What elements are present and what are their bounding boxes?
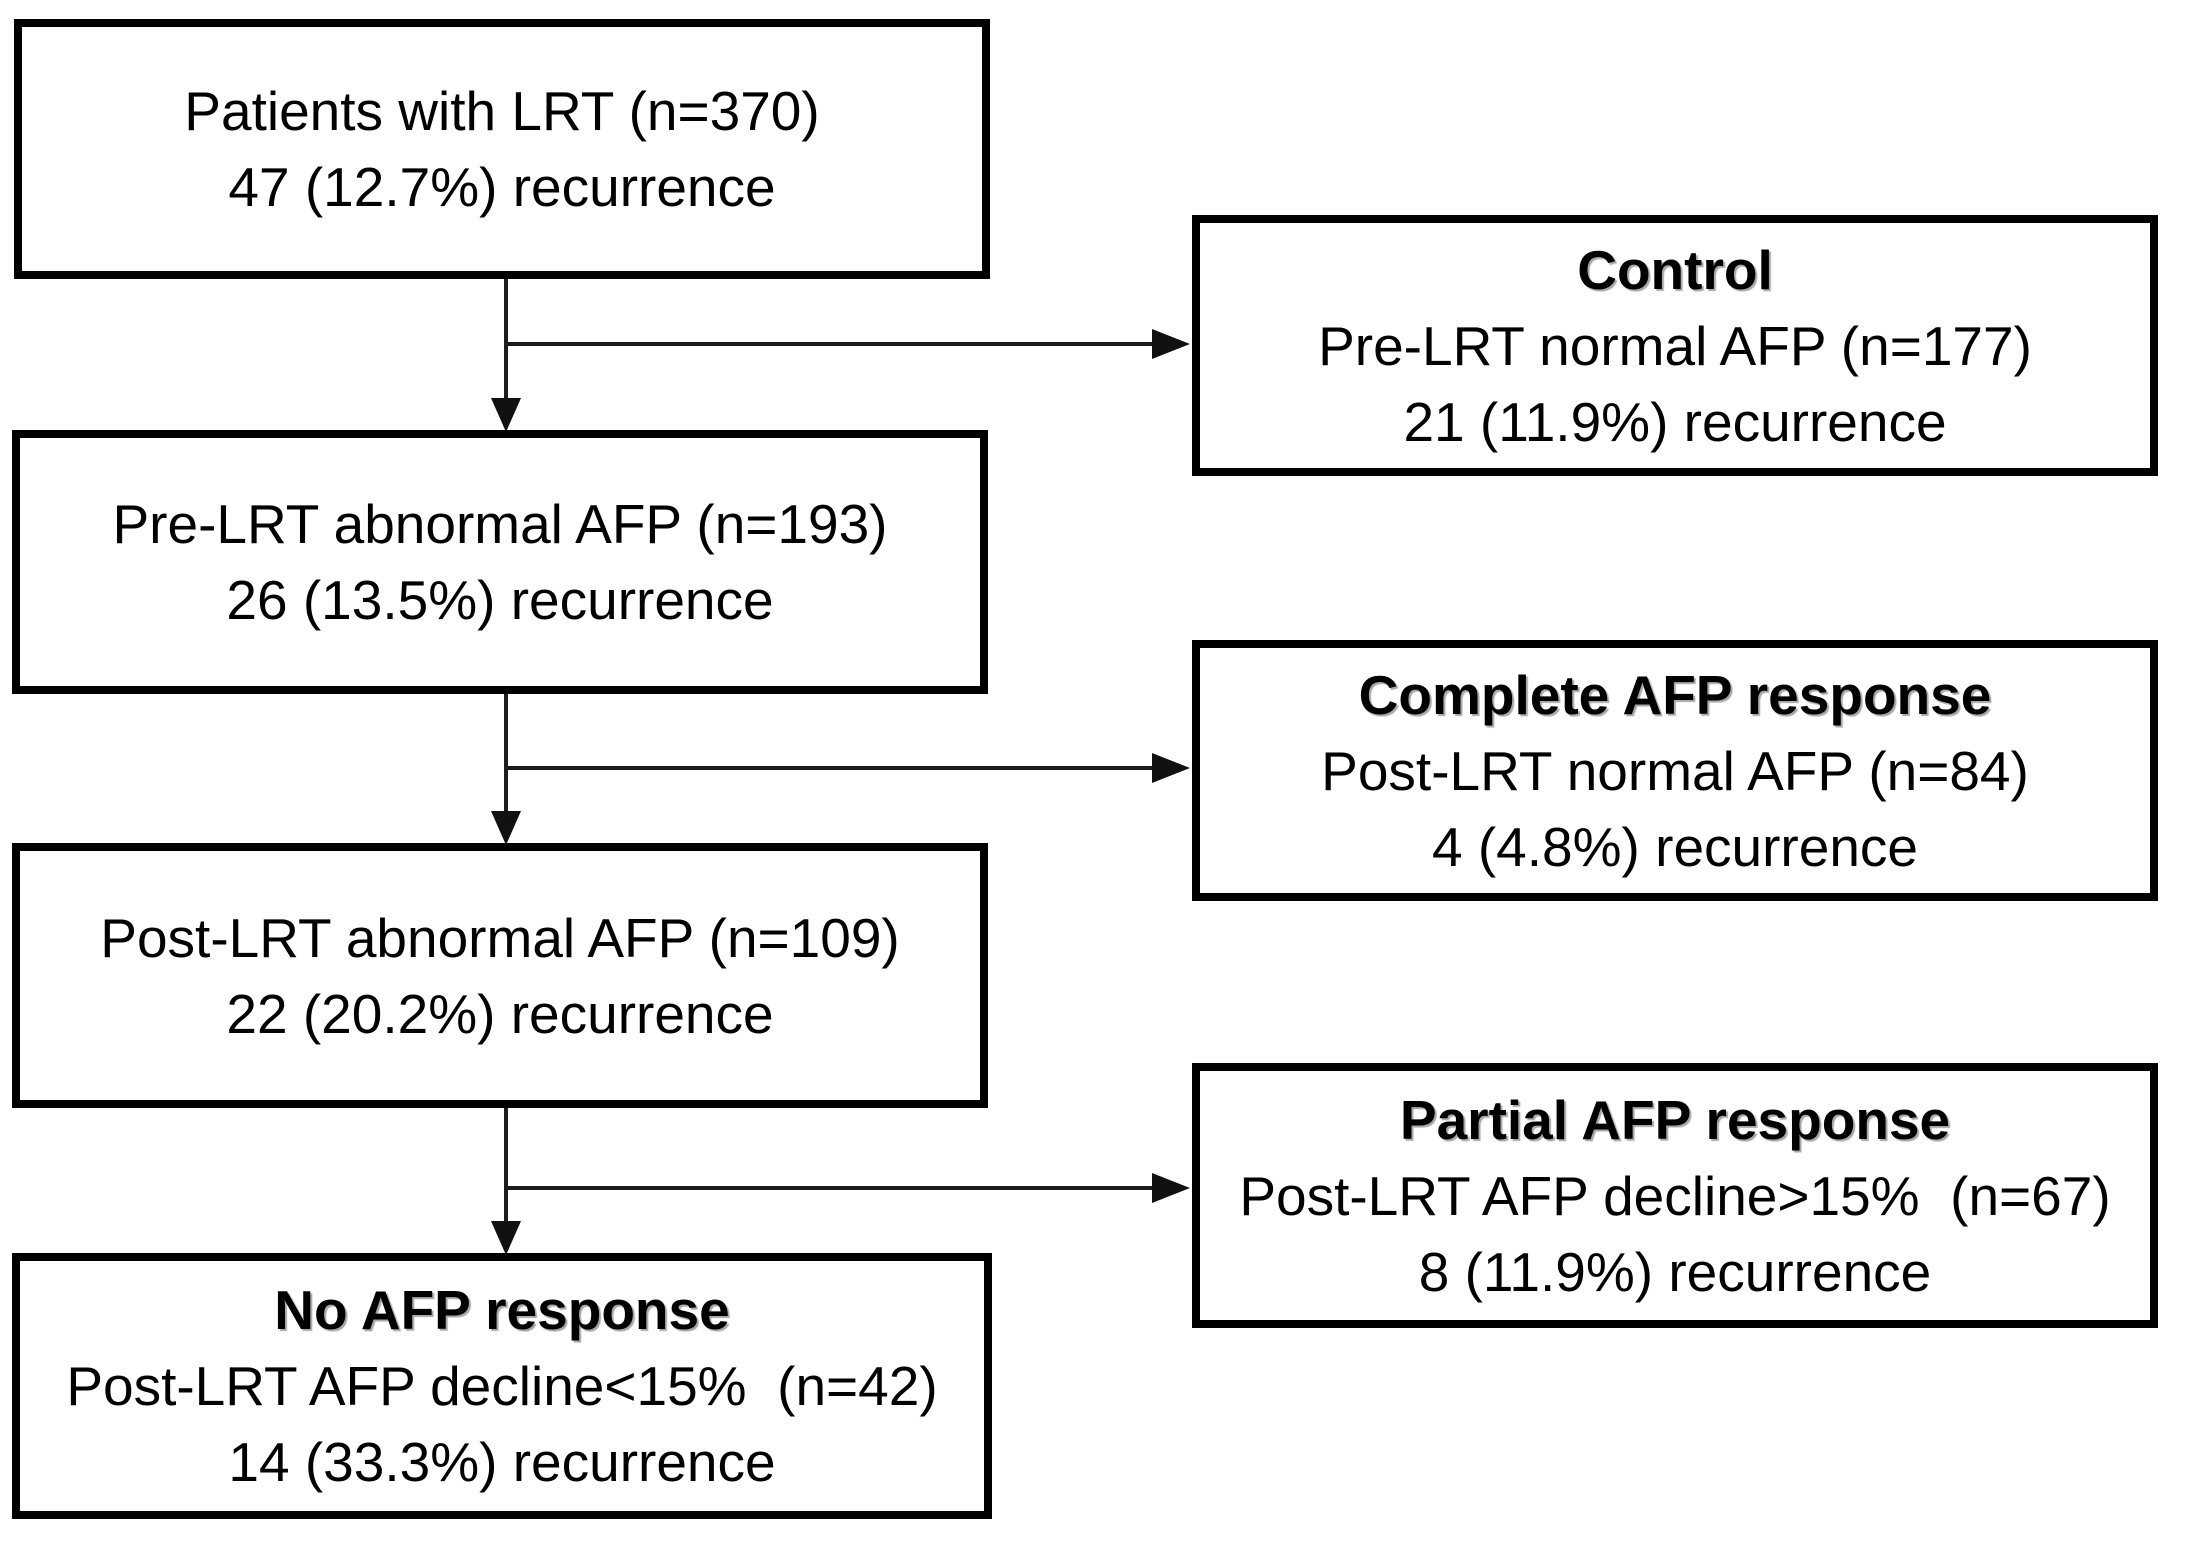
box-complete-afp-response: Complete AFP response Post-LRT normal AF… [1192,640,2158,901]
box-heading: Complete AFP response [1358,663,1992,726]
box-patients-lrt: Patients with LRT (n=370) 47 (12.7%) rec… [14,19,990,279]
box-line: 47 (12.7%) recurrence [228,156,776,218]
connector-l3-l4-line [504,1108,508,1223]
arrow-right-icon [1152,1173,1190,1203]
box-post-lrt-abnormal-afp: Post-LRT abnormal AFP (n=109) 22 (20.2%)… [12,843,988,1108]
box-line: 22 (20.2%) recurrence [226,982,774,1045]
box-line: 21 (11.9%) recurrence [1403,390,1947,453]
box-line: Post-LRT AFP decline<15% (n=42) [66,1355,938,1417]
box-no-afp-response: No AFP response Post-LRT AFP decline<15%… [12,1253,992,1519]
box-heading: No AFP response [274,1279,730,1341]
arrow-right-icon [1152,329,1190,359]
box-line: 8 (11.9%) recurrence [1418,1240,1932,1303]
box-heading: Partial AFP response [1399,1088,1951,1151]
box-line: 4 (4.8%) recurrence [1431,815,1919,878]
box-line: Post-LRT AFP decline>15% (n=67) [1239,1164,2111,1227]
box-line: 14 (33.3%) recurrence [228,1431,776,1493]
connector-l3-r3-line [504,1186,1156,1190]
box-partial-afp-response: Partial AFP response Post-LRT AFP declin… [1192,1063,2158,1328]
box-line: Post-LRT normal AFP (n=84) [1321,739,2029,802]
box-line: Pre-LRT abnormal AFP (n=193) [112,493,888,555]
arrow-down-icon [491,398,521,432]
connector-l2-r2-line [504,766,1156,770]
arrow-right-icon [1152,753,1190,783]
box-heading: Control [1577,238,1773,301]
box-pre-lrt-abnormal-afp: Pre-LRT abnormal AFP (n=193) 26 (13.5%) … [12,430,988,694]
box-line: Pre-LRT normal AFP (n=177) [1318,314,2032,377]
connector-l1-r1-line [504,342,1156,346]
box-line: 26 (13.5%) recurrence [226,569,774,631]
box-control: Control Pre-LRT normal AFP (n=177) 21 (1… [1192,215,2158,476]
connector-l2-l3-line [504,694,508,813]
connector-l1-l2-line [504,279,508,400]
arrow-down-icon [491,1221,521,1255]
box-line: Post-LRT abnormal AFP (n=109) [100,906,900,969]
box-line: Patients with LRT (n=370) [184,80,820,142]
arrow-down-icon [491,811,521,845]
